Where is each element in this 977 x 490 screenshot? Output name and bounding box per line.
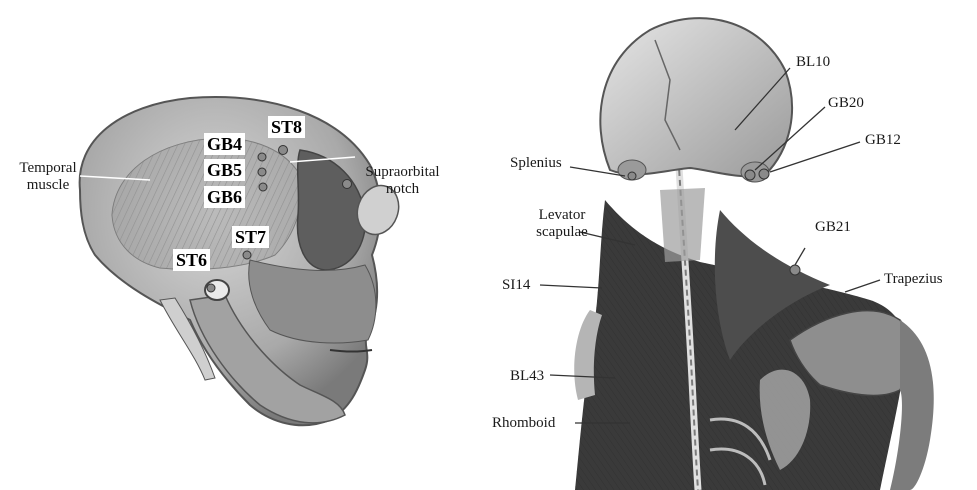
label-st8: ST8 (268, 116, 305, 138)
label-st7: ST7 (232, 226, 269, 248)
point-gb6 (259, 183, 267, 191)
label-gb20: GB20 (828, 95, 864, 112)
label-levator-scapulae: Levator scapulae (522, 207, 602, 241)
point-gb4 (258, 153, 266, 161)
label-st6: ST6 (173, 249, 210, 271)
label-bl10: BL10 (796, 54, 830, 71)
label-splenius: Splenius (510, 155, 562, 172)
label-rhomboid: Rhomboid (492, 415, 555, 432)
point-gb20 (745, 170, 755, 180)
point-st8 (279, 146, 288, 155)
label-gb12: GB12 (865, 132, 901, 149)
label-gb6: GB6 (204, 186, 245, 208)
label-gb5: GB5 (204, 159, 245, 181)
label-gb4: GB4 (204, 133, 245, 155)
label-bl43: BL43 (510, 368, 544, 385)
skull-illustration (0, 0, 460, 490)
label-supraorbital-notch: Supraorbital notch (355, 164, 450, 198)
point-gb12 (759, 169, 769, 179)
point-st7 (243, 251, 251, 259)
point-supraorbital (343, 180, 352, 189)
label-gb21: GB21 (815, 219, 851, 236)
label-si14: SI14 (502, 277, 530, 294)
point-gb21 (790, 265, 800, 275)
point-splenius (628, 172, 636, 180)
point-st6 (207, 284, 215, 292)
point-gb5 (258, 168, 266, 176)
label-trapezius: Trapezius (884, 271, 943, 288)
label-temporal-muscle: Temporal muscle (8, 160, 88, 194)
